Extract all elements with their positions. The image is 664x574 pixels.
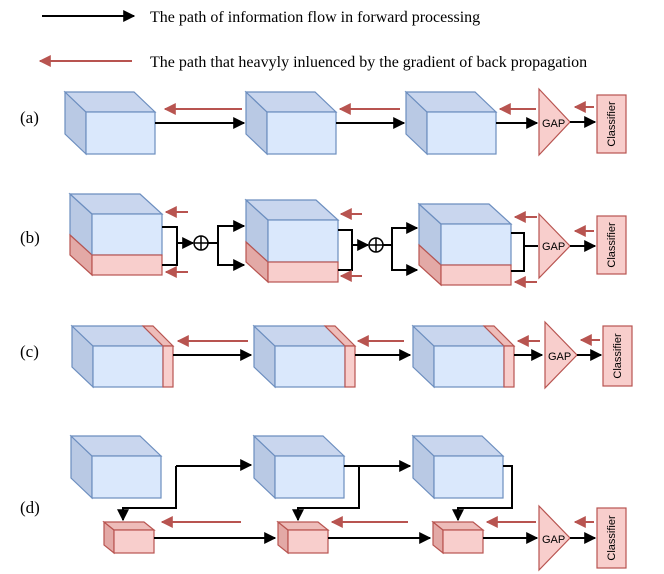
row-c: GAP Classifier xyxy=(70,320,633,390)
classifier-label: Classifier xyxy=(606,222,618,268)
partial-feature-block xyxy=(252,324,357,389)
forward-arrow-icon xyxy=(452,465,513,522)
forward-arrow-icon xyxy=(292,466,360,522)
forward-arrow-icon xyxy=(217,243,246,271)
forward-arrow-icon xyxy=(338,229,370,251)
row-label-a: (a) xyxy=(20,108,39,127)
classifier-node: Classifier xyxy=(596,215,627,275)
classifier-node: Classifier xyxy=(596,507,627,569)
gap-label: GAP xyxy=(548,351,571,363)
feature-block xyxy=(244,90,338,156)
partial-feature-block xyxy=(70,324,175,389)
legend-backward-label: The path that heavyly inluenced by the g… xyxy=(150,54,587,71)
feature-block xyxy=(63,90,157,156)
row-d: GAP Classifier xyxy=(69,434,627,572)
classifier-node: Classifier xyxy=(596,94,627,154)
classifier-node: Classifier xyxy=(602,325,633,387)
gap-node: GAP xyxy=(538,212,571,280)
split-feature-block xyxy=(244,198,340,284)
row-label-b: (b) xyxy=(20,228,40,247)
gap-node: GAP xyxy=(544,320,578,390)
gap-label: GAP xyxy=(542,534,565,546)
split-feature-block xyxy=(417,202,513,287)
classifier-label: Classifier xyxy=(606,515,618,561)
row-b: GAP Classifier xyxy=(68,192,627,288)
classifier-label: Classifier xyxy=(612,333,624,379)
forward-arrow-icon xyxy=(176,459,253,471)
reduced-feature-block xyxy=(276,520,330,555)
forward-arrow-icon xyxy=(117,466,177,522)
split-feature-block xyxy=(68,192,164,277)
forward-path xyxy=(162,243,178,266)
feature-block xyxy=(252,434,346,500)
forward-path xyxy=(338,245,353,271)
legend-forward-label: The path of information flow in forward … xyxy=(150,9,480,26)
feature-block xyxy=(69,434,163,500)
row-a: GAP Classifier xyxy=(63,87,627,157)
add-operator-icon xyxy=(368,237,384,253)
gap-node: GAP xyxy=(538,504,571,572)
forward-arrow-icon xyxy=(383,222,419,246)
forward-path xyxy=(511,246,525,272)
gap-label: GAP xyxy=(542,118,565,130)
forward-arrow-icon xyxy=(391,245,419,276)
feature-block xyxy=(411,434,505,500)
gap-node: GAP xyxy=(538,87,571,157)
row-label-c: (c) xyxy=(20,342,39,361)
legend: The path of information flow in forward … xyxy=(38,9,587,71)
forward-arrow-icon xyxy=(208,220,246,244)
add-operator-icon xyxy=(193,235,209,251)
forward-arrow-icon xyxy=(162,226,195,249)
partial-feature-block xyxy=(411,324,516,389)
forward-path xyxy=(511,232,538,247)
gap-label: GAP xyxy=(542,241,565,253)
reduced-feature-block xyxy=(102,520,156,555)
reduced-feature-block xyxy=(431,520,485,555)
row-label-d: (d) xyxy=(20,498,40,517)
classifier-label: Classifier xyxy=(606,101,618,147)
feature-block xyxy=(404,90,498,156)
